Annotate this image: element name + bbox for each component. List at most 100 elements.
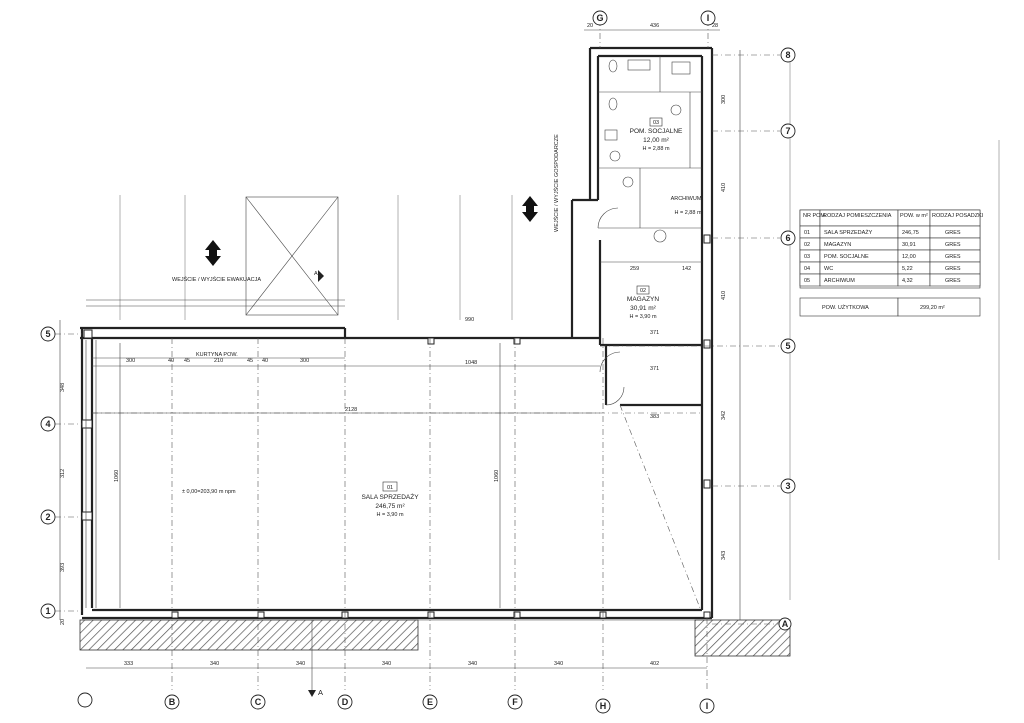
svg-text:342: 342 <box>721 411 727 420</box>
axis-bubble-2 <box>40 509 56 525</box>
room-magazyn-area: 30,91 m² <box>630 305 656 312</box>
side-entrance-label: WEJŚCIE / WYJŚCIE GOSPODARCZE <box>552 134 560 232</box>
svg-text:246,75: 246,75 <box>902 230 919 236</box>
svg-text:300: 300 <box>300 358 309 364</box>
svg-text:01: 01 <box>804 230 810 236</box>
svg-text:4,32: 4,32 <box>902 278 913 284</box>
table-row: 05 ARCHIWUM 4,32 GRES <box>799 273 981 287</box>
svg-text:05: 05 <box>804 278 810 284</box>
columns <box>81 234 711 619</box>
svg-text:ARCHIWUM: ARCHIWUM <box>824 278 855 284</box>
axis-label-b: B <box>169 697 176 707</box>
room-archiwum-name: ARCHIWUM <box>671 196 702 202</box>
entrance-arrow-side <box>522 196 538 222</box>
svg-text:2128: 2128 <box>345 407 357 413</box>
svg-text:410: 410 <box>721 183 727 192</box>
svg-text:02: 02 <box>804 242 810 248</box>
sanitary-fixtures <box>597 59 691 406</box>
dimension-lines <box>59 29 741 669</box>
svg-text:333: 333 <box>124 661 133 667</box>
svg-text:03: 03 <box>653 120 659 126</box>
svg-text:WC: WC <box>824 266 833 272</box>
walls <box>80 46 714 620</box>
svg-text:45: 45 <box>247 358 253 364</box>
axis-bubble-1 <box>40 603 56 619</box>
svg-text:340: 340 <box>554 661 563 667</box>
axis-label-6: 6 <box>785 233 790 243</box>
svg-text:393: 393 <box>60 563 66 572</box>
svg-text:12,00: 12,00 <box>902 254 916 260</box>
svg-text:GRES: GRES <box>945 230 961 236</box>
axis-bubbles <box>40 10 796 714</box>
svg-text:40: 40 <box>168 358 174 364</box>
table-total-label: POW. UŻYTKOWA <box>822 304 869 311</box>
axis-bubble-i <box>699 698 715 714</box>
axis-label-f: F <box>512 697 518 707</box>
room-sala-height: H = 3,90 m <box>376 512 403 518</box>
svg-text:GRES: GRES <box>945 266 961 272</box>
svg-text:30,91: 30,91 <box>902 242 916 248</box>
svg-text:340: 340 <box>210 661 219 667</box>
axis-lines <box>55 20 780 690</box>
svg-text:01: 01 <box>387 485 393 491</box>
axis-label-i: I <box>706 701 709 711</box>
svg-text:45: 45 <box>184 358 190 364</box>
axis-bubble-a <box>778 617 792 631</box>
axis-label-i-top: I <box>707 13 710 23</box>
svg-text:410: 410 <box>721 291 727 300</box>
svg-text:MAGAZYN: MAGAZYN <box>824 242 851 248</box>
svg-text:348: 348 <box>60 383 66 392</box>
axis-bubble-d <box>337 694 353 710</box>
svg-text:40: 40 <box>262 358 268 364</box>
section-marker: A A <box>308 270 324 697</box>
curtain-label: KURTYNA POW. <box>196 352 238 358</box>
table-row: 01 SALA SPRZEDAŻY 246,75 GRES <box>799 225 981 239</box>
svg-text:402: 402 <box>650 661 659 667</box>
svg-text:28: 28 <box>712 23 718 29</box>
room-socjalne: 03 POM. SOCJALNE 12,00 m² H = 2,88 m <box>630 117 683 152</box>
room-archiwum-height: H = 2,88 m <box>674 210 701 216</box>
table-header-type: RODZAJ POMIESZCZENIA <box>823 213 892 219</box>
axis-bubble-g-top <box>592 10 608 26</box>
axis-label-g-top: G <box>596 13 603 23</box>
svg-text:1060: 1060 <box>494 470 500 482</box>
axis-label-2: 2 <box>45 512 50 522</box>
svg-text:371: 371 <box>650 366 659 372</box>
svg-text:210: 210 <box>214 358 223 364</box>
axis-label-1: 1 <box>45 606 50 616</box>
svg-text:1060: 1060 <box>114 470 120 482</box>
room-schedule-table: NR POM. RODZAJ POMIESZCZENIA POW. w m² R… <box>799 209 984 317</box>
axis-bubble-i-top <box>700 10 716 26</box>
axis-label-5-left: 5 <box>45 329 50 339</box>
background-grid-lines <box>119 60 1000 600</box>
svg-text:371: 371 <box>650 330 659 336</box>
svg-text:340: 340 <box>468 661 477 667</box>
axis-bubble-c <box>250 694 266 710</box>
svg-text:436: 436 <box>650 23 659 29</box>
svg-text:300: 300 <box>126 358 135 364</box>
room-sala-area: 246,75 m² <box>375 503 405 510</box>
svg-text:142: 142 <box>682 266 691 272</box>
svg-text:990: 990 <box>465 317 474 323</box>
room-archiwum: ARCHIWUM H = 2,88 m <box>671 196 702 216</box>
svg-text:5,22: 5,22 <box>902 266 913 272</box>
axis-bubble-h <box>595 698 611 714</box>
entrance-arrow-main <box>205 240 221 266</box>
axis-bubble-4 <box>40 416 56 432</box>
axis-label-7: 7 <box>785 126 790 136</box>
axis-bubble-labels: B C D E F H I G I 8 7 6 5 3 A 5 4 2 1 <box>45 13 790 711</box>
table-header-area: POW. w m² <box>900 213 928 219</box>
svg-text:SALA SPRZEDAŻY: SALA SPRZEDAŻY <box>824 229 873 236</box>
table-header-floor: RODZAJ POSADZKI <box>932 213 984 219</box>
room-magazyn: 02 MAGAZYN 30,91 m² H = 3,90 m <box>627 285 659 320</box>
table-row: 04 WC 5,22 GRES <box>799 261 981 275</box>
room-socjalne-height: H = 2,88 m <box>642 146 669 152</box>
room-sala-name: SALA SPRZEDAŻY <box>361 492 419 501</box>
svg-text:312: 312 <box>60 469 66 478</box>
entrance-label: WEJŚCIE / WYJŚCIE EWAKUACJA <box>172 275 261 283</box>
axis-bubble-3 <box>780 478 796 494</box>
ground-hatch <box>79 619 791 657</box>
room-sala: 01 SALA SPRZEDAŻY 246,75 m² H = 3,90 m <box>361 481 419 518</box>
entrance-canopy <box>245 196 339 316</box>
room-socjalne-area: 12,00 m² <box>643 137 669 144</box>
